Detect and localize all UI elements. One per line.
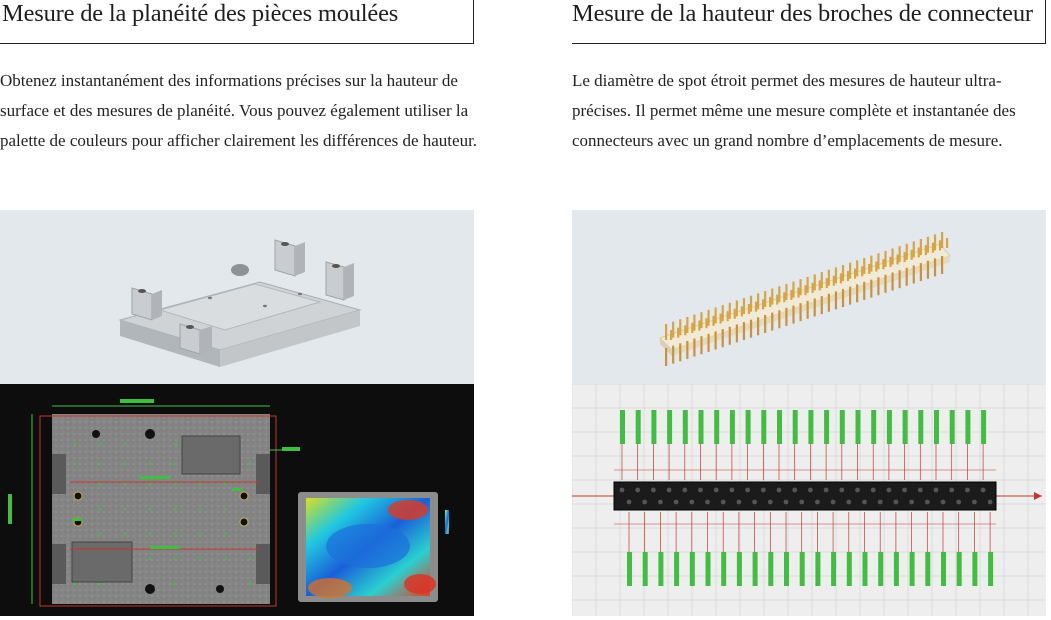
section-heading: Mesure de la planéité des pièces moulées [0, 0, 474, 44]
section-flatness: Mesure de la planéité des pièces moulées… [0, 0, 477, 616]
section-description: Obtenez instantanément des informations … [0, 71, 478, 150]
figure-flatness [0, 210, 474, 616]
section-heading: Mesure de la hauteur des broches de conn… [572, 0, 1046, 44]
section-pin-height: Mesure de la hauteur des broches de conn… [572, 0, 1046, 616]
section-title: Mesure de la hauteur des broches de conn… [572, 0, 1033, 27]
mold-part-photo-icon [0, 210, 474, 384]
section-title: Mesure de la planéité des pièces moulées [2, 0, 399, 27]
figure-pin-height [572, 210, 1046, 616]
connector-photo-icon [572, 210, 1046, 384]
pin-height-measurement-screen-icon [572, 384, 1046, 616]
flatness-measurement-screen-icon [0, 384, 474, 616]
section-description: Le diamètre de spot étroit permet des me… [572, 71, 1016, 150]
